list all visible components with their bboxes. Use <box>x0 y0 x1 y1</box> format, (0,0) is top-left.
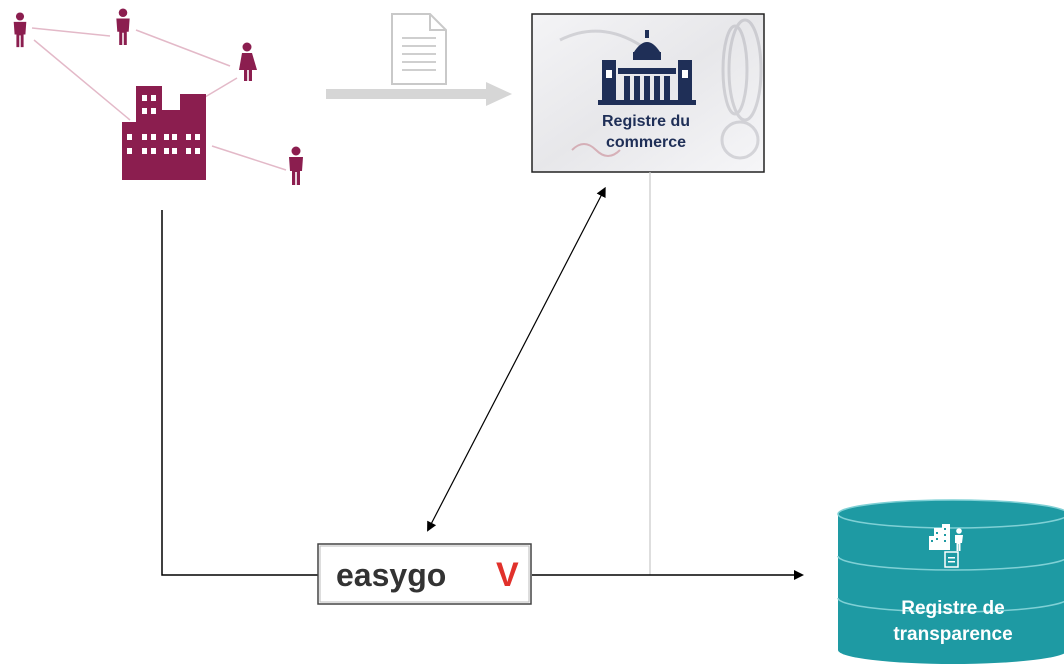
government-building-icon <box>598 30 696 105</box>
company-person-document-icon <box>929 524 963 568</box>
person-icon <box>116 8 130 46</box>
person-icon <box>239 42 257 81</box>
transparency-register-node: Registre de transparence <box>837 499 1064 664</box>
network-links <box>31 27 287 171</box>
commercial-register-label-line1: Registre du <box>602 113 690 130</box>
easygov-logo-mark: V <box>496 556 519 594</box>
commercial-register-label-line2: commerce <box>606 134 686 151</box>
commercial-register-node: Registre du commerce <box>531 13 765 173</box>
person-icon <box>289 146 303 185</box>
person-icon <box>13 12 27 48</box>
easygov-logo-text: easygo <box>336 557 446 593</box>
connectors <box>161 172 804 580</box>
register-easygov-arrow <box>427 186 606 532</box>
easygov-node: easygo V <box>317 543 532 605</box>
transparency-register-label-line2: transparence <box>893 624 1012 645</box>
company-network <box>13 8 303 185</box>
building-icon <box>122 86 206 180</box>
submission-arrow <box>326 82 512 106</box>
document-icon <box>391 13 447 85</box>
company-to-easygov-line <box>161 210 318 576</box>
transparency-register-label-line1: Registre de <box>901 598 1004 619</box>
